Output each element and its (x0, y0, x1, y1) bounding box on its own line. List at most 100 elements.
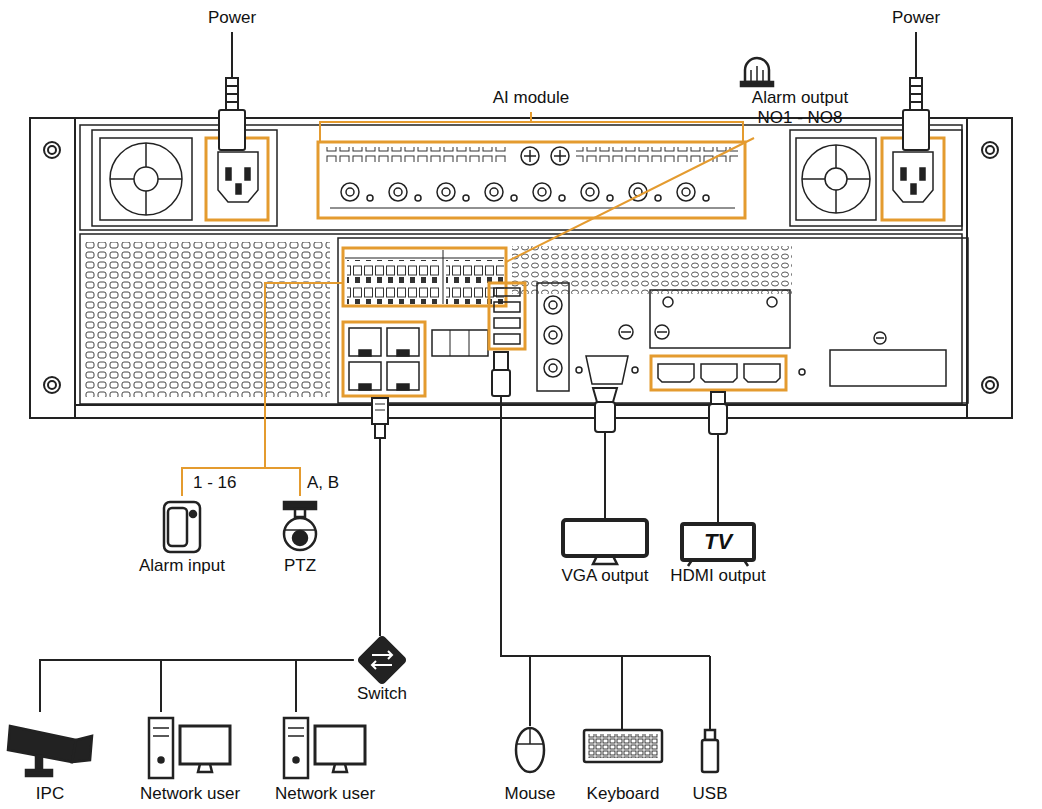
chassis (80, 125, 962, 230)
rear-panel-ports (544, 296, 562, 314)
chassis (30, 118, 75, 418)
rear-panel-ports (347, 260, 441, 304)
ai-module-board (581, 183, 599, 201)
ip-camera: IPC (5, 712, 95, 804)
power-supply (901, 168, 906, 180)
rear-panel-ports (655, 325, 669, 339)
ai-module-board (607, 195, 613, 201)
device-icon (295, 509, 305, 517)
device-icon (584, 730, 662, 762)
device-label: Network user (272, 784, 379, 804)
chassis (30, 118, 1012, 418)
icon-space (690, 712, 731, 784)
network-link (161, 660, 354, 712)
device-icon (159, 758, 164, 763)
leader-line (182, 468, 300, 496)
ai-module-board (318, 142, 745, 218)
rear-panel-ports (450, 330, 469, 356)
chassis (75, 405, 967, 418)
rear-panel-ports (349, 362, 381, 390)
device-icon (149, 718, 173, 778)
rear-panel-ports (432, 330, 488, 356)
rear-panel-ports (345, 250, 504, 304)
device-icon (372, 651, 392, 669)
ai-module-board (533, 183, 551, 201)
power-supply (825, 168, 847, 190)
ai-module-board (485, 183, 503, 201)
rear-panel-ports (544, 359, 562, 377)
alarm-input-sensor: Alarm input (136, 500, 228, 576)
icon-space (749, 58, 852, 88)
ai-module: AI module (316, 88, 747, 220)
power-supply (245, 168, 250, 180)
device-icon (288, 728, 304, 736)
device-label: Keyboard (583, 784, 663, 804)
device-label: HDMI output (667, 566, 769, 586)
icon-space (501, 712, 559, 784)
ai-module-board (367, 195, 373, 201)
cable (492, 370, 510, 396)
icon-space (5, 712, 95, 784)
power-cable (903, 110, 929, 150)
icon-space (583, 712, 663, 784)
rear-panel-ports (651, 356, 786, 390)
leader-line (265, 283, 343, 468)
mouse: Mouse (501, 712, 559, 804)
ai-module-board (677, 183, 695, 201)
chassis (80, 234, 962, 404)
cable (604, 432, 606, 520)
power-cable (226, 86, 238, 102)
network-switch: Switch (354, 636, 411, 704)
ai-module-board (703, 195, 709, 201)
chassis (30, 118, 1012, 418)
rear-panel-ports (338, 238, 968, 403)
rear-panel-ports (397, 384, 409, 390)
device-label: Network user (137, 784, 244, 804)
power-supply (911, 184, 916, 194)
rear-panel-ports (658, 364, 694, 382)
pin-label: A, B (307, 473, 339, 493)
ai-module-board (554, 150, 566, 162)
device-icon (294, 758, 299, 763)
rear-panel-ports (767, 297, 777, 307)
rear-panel-ports (744, 364, 780, 382)
chassis (44, 377, 60, 393)
rear-panel-ports (343, 322, 425, 396)
ai-module-board (524, 150, 536, 162)
power-inlet: Power (889, 8, 944, 152)
rear-panel-ports (85, 242, 330, 397)
rear-panel-ports (359, 384, 371, 390)
rear-panel-ports (537, 283, 569, 391)
rear-panel-ports (85, 238, 968, 403)
rear-panel-ports (549, 331, 557, 339)
cable (372, 398, 388, 424)
device-label: Power (889, 8, 944, 28)
chassis (48, 146, 56, 154)
power-supply (100, 138, 192, 220)
icon-space (205, 28, 260, 152)
ai-module-board (576, 147, 738, 162)
ai-module-board (463, 195, 469, 201)
power-supply (226, 168, 231, 180)
rear-panel-ports (489, 283, 525, 349)
rear-panel-ports (701, 364, 737, 382)
network-user-pc: Network user (272, 712, 379, 804)
device-icon (333, 764, 347, 772)
leader-line (506, 138, 754, 262)
icon-space (889, 28, 944, 152)
device-label: Power (205, 8, 260, 28)
power-supply (218, 152, 258, 202)
power-supply (134, 167, 158, 191)
ai-module-board (551, 147, 569, 165)
ai-module-board (655, 195, 661, 201)
rear-panel-ports (650, 290, 790, 348)
device-icon (198, 764, 212, 772)
cable (709, 404, 727, 434)
power-supply (893, 152, 933, 202)
device-icon (741, 82, 773, 86)
vga-monitor: VGA output (559, 518, 652, 586)
cable (379, 438, 381, 636)
power-supply (110, 143, 182, 215)
power-cable (231, 32, 233, 78)
